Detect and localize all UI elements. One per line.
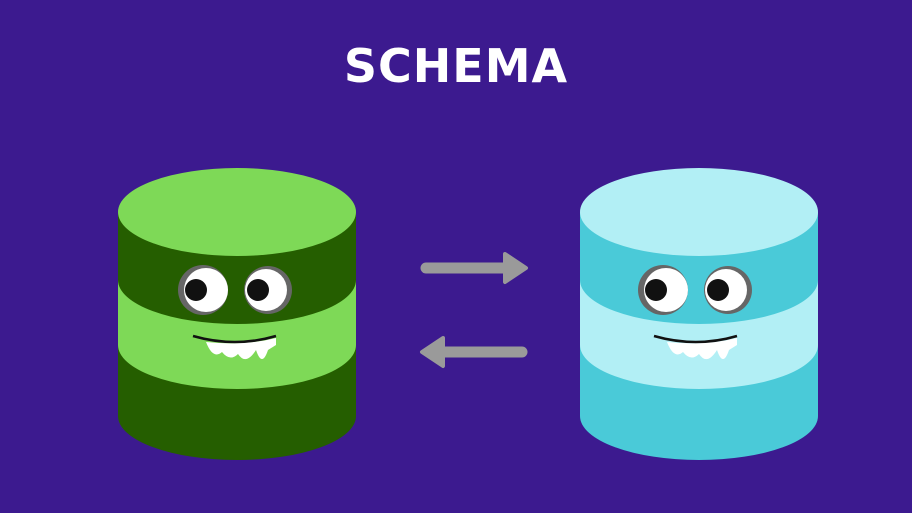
page-title: SCHEMA: [343, 39, 569, 93]
right-database-icon: [580, 168, 818, 460]
left-database-icon: [118, 168, 356, 460]
left-arrow-icon: [420, 336, 528, 368]
right-mouth-icon: [653, 334, 738, 360]
right-arrow-icon: [420, 252, 528, 284]
left-mouth-icon: [192, 334, 277, 360]
right-eyes-icon: [638, 265, 752, 315]
left-eyes-icon: [178, 265, 292, 315]
